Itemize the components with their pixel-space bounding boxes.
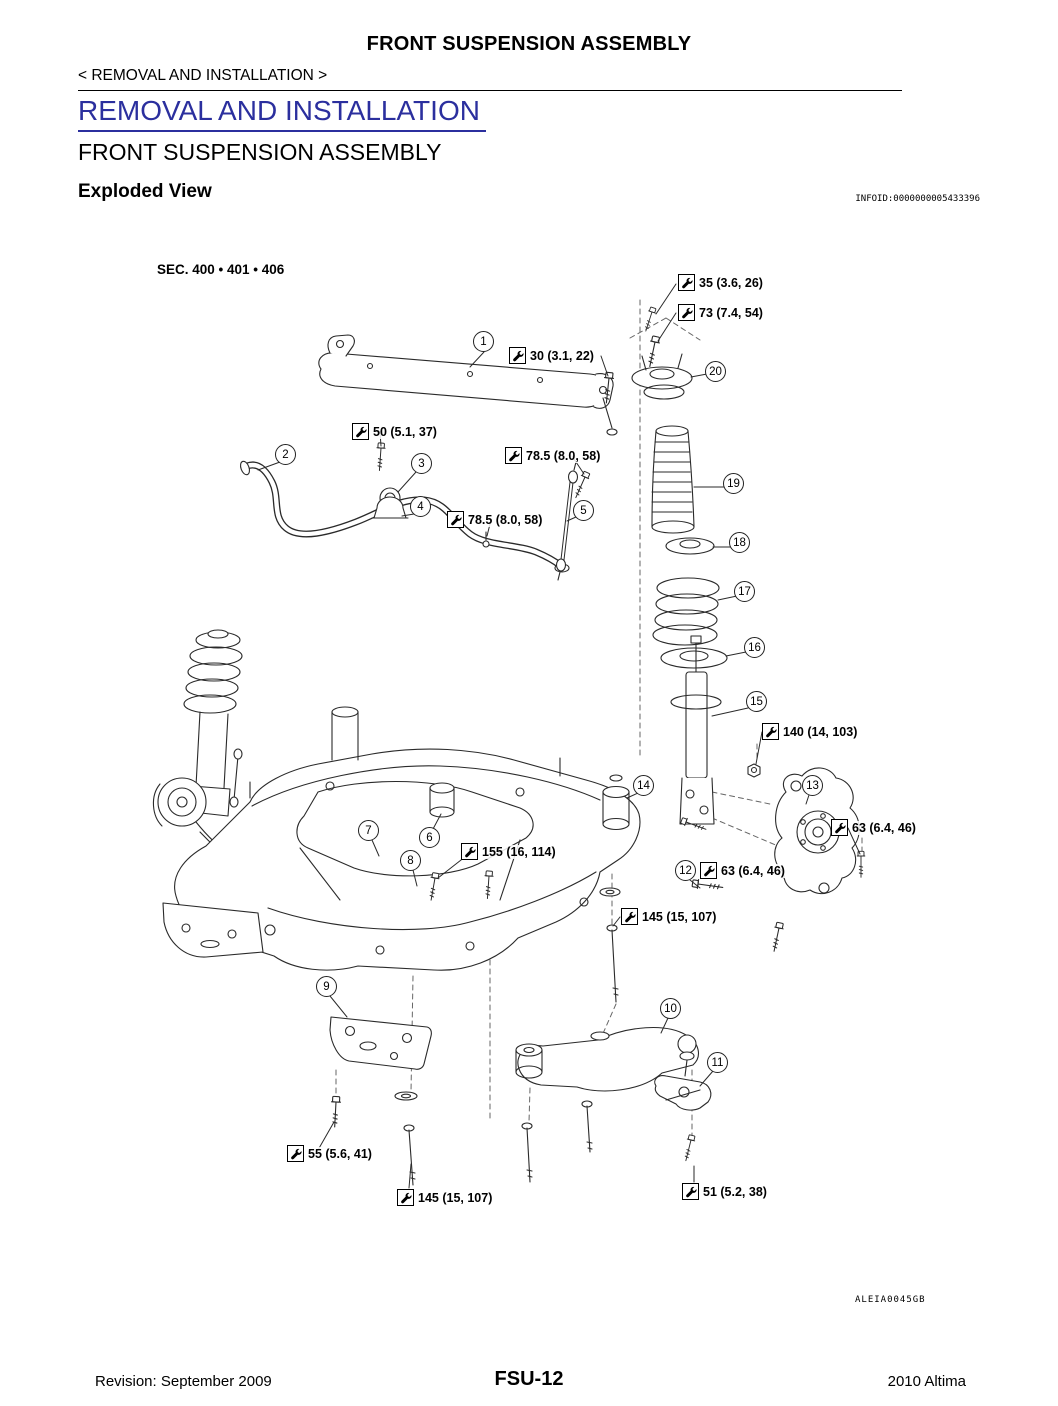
part-balloon-18: 18	[729, 532, 750, 553]
control-arm-art	[515, 1026, 712, 1111]
torque-value: 78.5 (8.0, 58)	[468, 512, 543, 527]
part-balloon-1: 1	[473, 331, 494, 352]
part-balloon-5: 5	[573, 500, 594, 521]
figure-code: ALEIA0045GB	[855, 1295, 926, 1305]
torque-value: 30 (3.1, 22)	[530, 348, 594, 363]
torque-value: 78.5 (8.0, 58)	[526, 448, 601, 463]
torque-wrench-icon	[509, 347, 526, 364]
torque-wrench-icon	[682, 1183, 699, 1200]
part-balloon-15: 15	[746, 691, 767, 712]
torque-callout: 78.5 (8.0, 58)	[505, 447, 601, 464]
torque-callout: 155 (16, 114)	[461, 843, 556, 860]
torque-wrench-icon	[678, 274, 695, 291]
part-balloon-2: 2	[275, 444, 296, 465]
torque-callout: 51 (5.2, 38)	[682, 1183, 767, 1200]
part-balloon-6: 6	[419, 827, 440, 848]
fasteners-art	[329, 306, 866, 1186]
subframe-art	[162, 706, 641, 971]
part-balloon-20: 20	[705, 361, 726, 382]
footer-model: 2010 Altima	[887, 1373, 966, 1390]
torque-value: 51 (5.2, 38)	[703, 1184, 767, 1199]
torque-value: 63 (6.4, 46)	[852, 820, 916, 835]
part-balloon-10: 10	[660, 998, 681, 1019]
torque-wrench-icon	[831, 819, 848, 836]
torque-callout: 63 (6.4, 46)	[700, 862, 785, 879]
torque-callout: 55 (5.6, 41)	[287, 1145, 372, 1162]
header-divider	[78, 90, 902, 91]
assembled-corner-art	[152, 629, 309, 891]
torque-value: 155 (16, 114)	[482, 844, 556, 859]
torque-callout: 78.5 (8.0, 58)	[447, 511, 543, 528]
infoid-label: INFOID:0000000005433396	[855, 194, 980, 204]
part-balloon-16: 16	[744, 637, 765, 658]
part-balloon-17: 17	[734, 581, 755, 602]
torque-value: 50 (5.1, 37)	[373, 424, 437, 439]
torque-callout: 63 (6.4, 46)	[831, 819, 916, 836]
section-title: REMOVAL AND INSTALLATION	[78, 95, 486, 132]
part-balloon-11: 11	[707, 1052, 728, 1073]
part-balloon-12: 12	[675, 860, 696, 881]
torque-wrench-icon	[447, 511, 464, 528]
torque-wrench-icon	[762, 723, 779, 740]
stabilizer-bar-art	[239, 460, 570, 573]
torque-value: 35 (3.6, 26)	[699, 275, 763, 290]
torque-value: 55 (5.6, 41)	[308, 1146, 372, 1161]
strut-assembly-art	[631, 353, 761, 825]
torque-wrench-icon	[678, 304, 695, 321]
torque-wrench-icon	[461, 843, 478, 860]
part-balloon-13: 13	[802, 775, 823, 796]
torque-callout: 145 (15, 107)	[397, 1189, 493, 1206]
stabilizer-link-art	[482, 461, 579, 581]
torque-value: 140 (14, 103)	[783, 724, 858, 739]
torque-value: 73 (7.4, 54)	[699, 305, 763, 320]
torque-value: 63 (6.4, 46)	[721, 863, 785, 878]
torque-callout: 73 (7.4, 54)	[678, 304, 763, 321]
torque-wrench-icon	[505, 447, 522, 464]
part-balloon-9: 9	[316, 976, 337, 997]
part-balloon-7: 7	[358, 820, 379, 841]
part-balloon-14: 14	[633, 775, 654, 796]
torque-callout: 50 (5.1, 37)	[352, 423, 437, 440]
footer-revision: Revision: September 2009	[95, 1373, 272, 1390]
torque-callout: 140 (14, 103)	[762, 723, 858, 740]
page-header-title: FRONT SUSPENSION ASSEMBLY	[366, 33, 692, 55]
strut-brace-art	[318, 334, 618, 436]
part-balloon-3: 3	[411, 453, 432, 474]
torque-wrench-icon	[621, 908, 638, 925]
stay-bracket-art	[329, 1016, 432, 1070]
torque-callout: 145 (15, 107)	[621, 908, 717, 925]
part-balloon-19: 19	[723, 473, 744, 494]
torque-value: 145 (15, 107)	[418, 1190, 493, 1205]
torque-wrench-icon	[700, 862, 717, 879]
torque-value: 145 (15, 107)	[642, 909, 717, 924]
part-balloon-8: 8	[400, 850, 421, 871]
footer-page-number: FSU-12	[494, 1368, 564, 1390]
exploded-view-heading: Exploded View	[78, 181, 212, 202]
torque-callout: 30 (3.1, 22)	[509, 347, 594, 364]
torque-callout: 35 (3.6, 26)	[678, 274, 763, 291]
torque-wrench-icon	[287, 1145, 304, 1162]
knuckle-art	[774, 767, 860, 895]
assembly-title: FRONT SUSPENSION ASSEMBLY	[78, 139, 442, 165]
sec-label: SEC. 400 • 401 • 406	[157, 262, 285, 277]
breadcrumb: < REMOVAL AND INSTALLATION >	[78, 67, 328, 84]
leader-lines	[257, 283, 861, 1189]
part-balloon-4: 4	[410, 496, 431, 517]
torque-wrench-icon	[352, 423, 369, 440]
torque-wrench-icon	[397, 1189, 414, 1206]
alignment-dashes	[335, 299, 863, 1139]
